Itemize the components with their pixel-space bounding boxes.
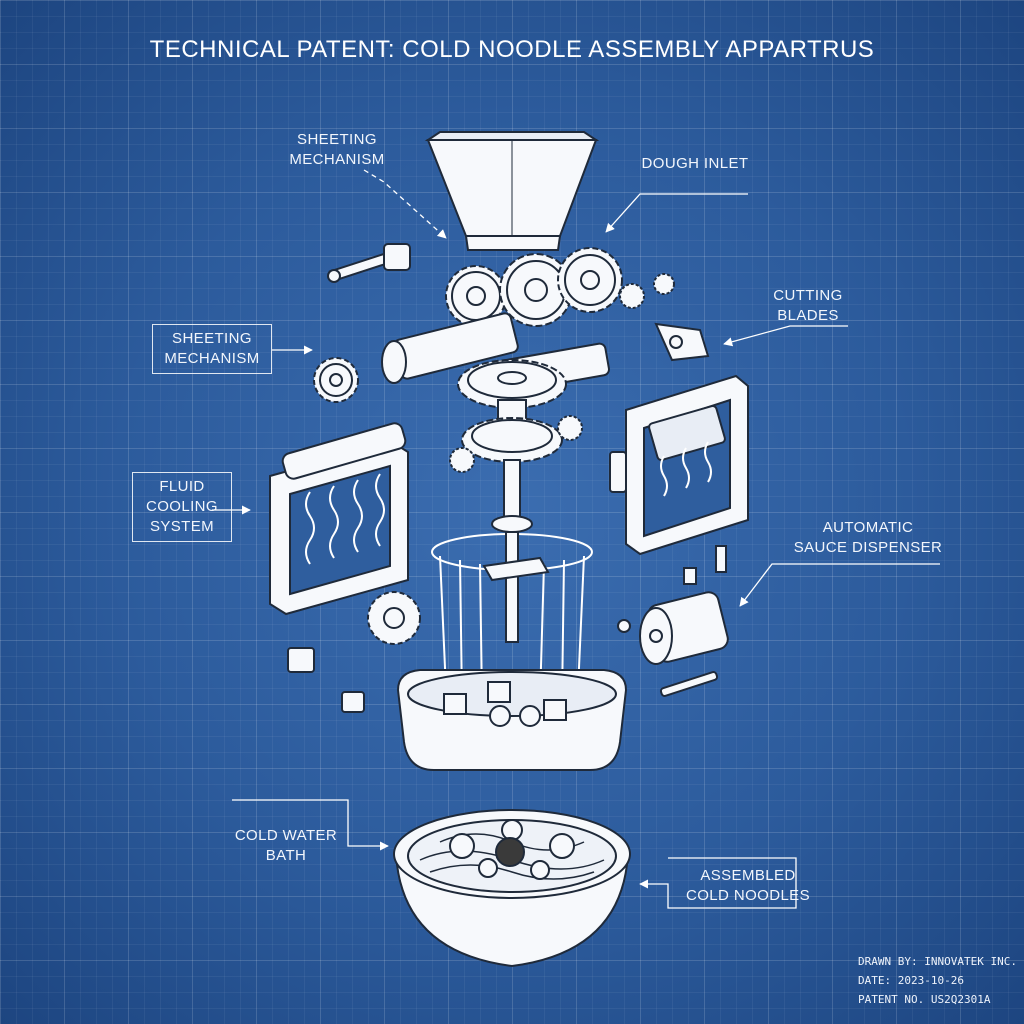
loose-parts: [287, 591, 719, 713]
label-dough-inlet: DOUGH INLET: [641, 155, 749, 172]
cutting-blade-part: [654, 322, 710, 362]
patent-number: PATENT NO. US2Q2301A: [858, 993, 991, 1006]
leader-lines: [212, 169, 940, 909]
date: DATE: 2023-10-26: [858, 974, 964, 987]
small-gear-left: [313, 357, 359, 403]
fluid-cooling-frame: [269, 422, 409, 616]
cold-water-bath-basin: [396, 669, 628, 771]
shaft-part: [327, 243, 411, 283]
title-block: DRAWN BY: INNOVATEK INC. DATE: 2023-10-2…: [858, 952, 1017, 1009]
label-sheeting-mechanism-top: SHEETING MECHANISM: [289, 131, 385, 168]
page-title: TECHNICAL PATENT: COLD NOODLE ASSEMBLY A…: [149, 36, 875, 63]
gear-train-upper: [445, 247, 675, 327]
assembled-noodle-bowl: [393, 809, 631, 968]
sauce-dispenser-motor: [639, 545, 729, 665]
dough-hopper: [424, 131, 600, 251]
label-assembled-cold-noodles: ASSEMBLED COLD NOODLES: [686, 867, 810, 904]
central-gear-stack: [449, 359, 583, 533]
label-fluid-cooling-system: FLUID COOLING SYSTEM: [132, 472, 232, 542]
label-cutting-blades: CUTTING BLADES: [773, 287, 843, 324]
label-sheeting-mechanism-left: SHEETING MECHANISM: [152, 324, 272, 374]
label-automatic-sauce-dispenser: AUTOMATIC SAUCE DISPENSER: [793, 519, 943, 556]
drawn-by: DRAWN BY: INNOVATEK INC.: [858, 955, 1017, 968]
label-cold-water-bath: COLD WATER BATH: [234, 827, 338, 864]
cutting-blade-frame: [609, 374, 749, 556]
